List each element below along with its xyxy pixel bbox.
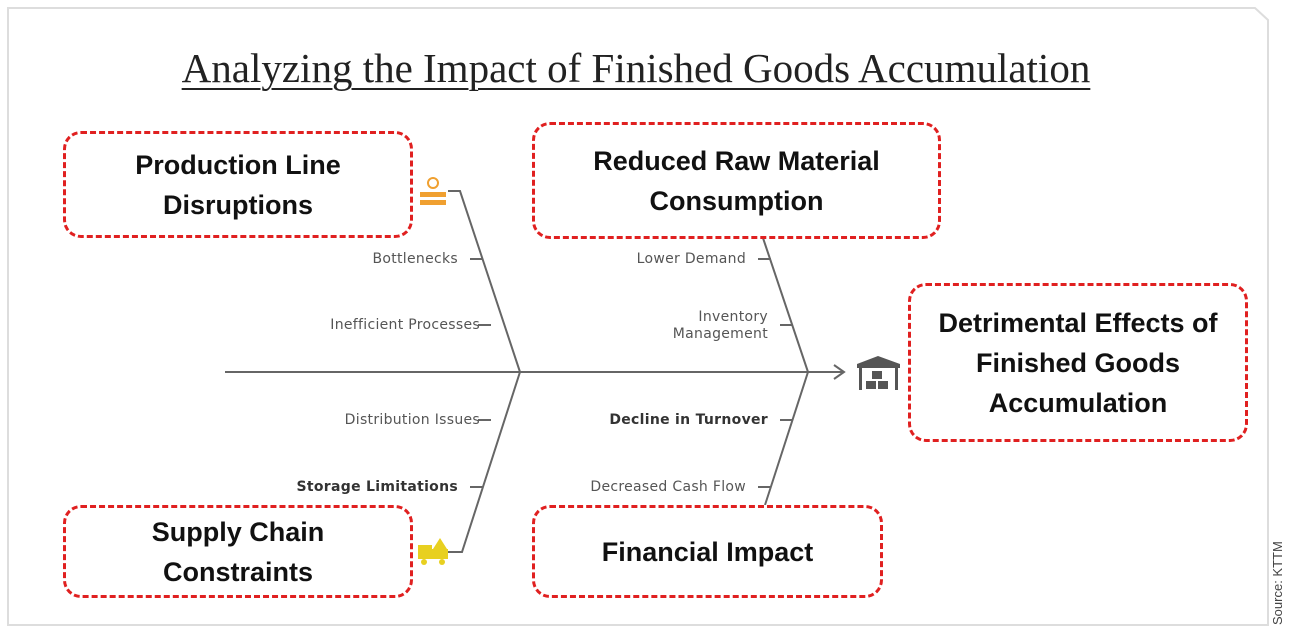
category-supply-chain-constraints: Supply Chain Constraints [63, 505, 413, 598]
effect-label: Detrimental Effects of Finished Goods Ac… [938, 307, 1218, 418]
cause-distribution-issues: Distribution Issues [344, 412, 480, 428]
category-reduced-raw-material: Reduced Raw Material Consumption [532, 122, 941, 239]
bone-supply-chain [448, 371, 521, 553]
cause-decreased-cash-flow: Decreased Cash Flow [590, 479, 746, 495]
category-label: Reduced Raw Material Consumption [593, 145, 880, 216]
cause-inventory-line1: Inventory [698, 309, 768, 325]
conveyor-icon [420, 177, 446, 205]
warehouse-icon [857, 356, 900, 390]
cause-inefficient-processes: Inefficient Processes [330, 317, 480, 333]
effect-box: Detrimental Effects of Finished Goods Ac… [908, 283, 1248, 442]
cause-lower-demand: Lower Demand [636, 251, 746, 267]
cause-decline-in-turnover: Decline in Turnover [609, 412, 768, 428]
source-credit: Source: KTTM [1270, 541, 1285, 625]
cause-bottlenecks: Bottlenecks [372, 251, 458, 267]
truck-warning-icon [418, 538, 448, 565]
category-production-line-disruptions: Production Line Disruptions [63, 131, 413, 238]
bone-financial [764, 371, 809, 506]
cause-storage-limitations: Storage Limitations [296, 479, 458, 495]
bone-production [448, 190, 521, 373]
category-label: Production Line Disruptions [135, 149, 341, 220]
page-title: Analyzing the Impact of Finished Goods A… [181, 45, 1091, 91]
arrow-head [833, 364, 846, 380]
frame-border [7, 7, 1269, 626]
category-label: Financial Impact [601, 536, 814, 567]
bone-raw-material [762, 237, 809, 373]
category-financial-impact: Financial Impact [532, 505, 883, 598]
cause-inventory-line2: Management [672, 326, 768, 342]
category-label: Supply Chain Constraints [151, 516, 325, 587]
